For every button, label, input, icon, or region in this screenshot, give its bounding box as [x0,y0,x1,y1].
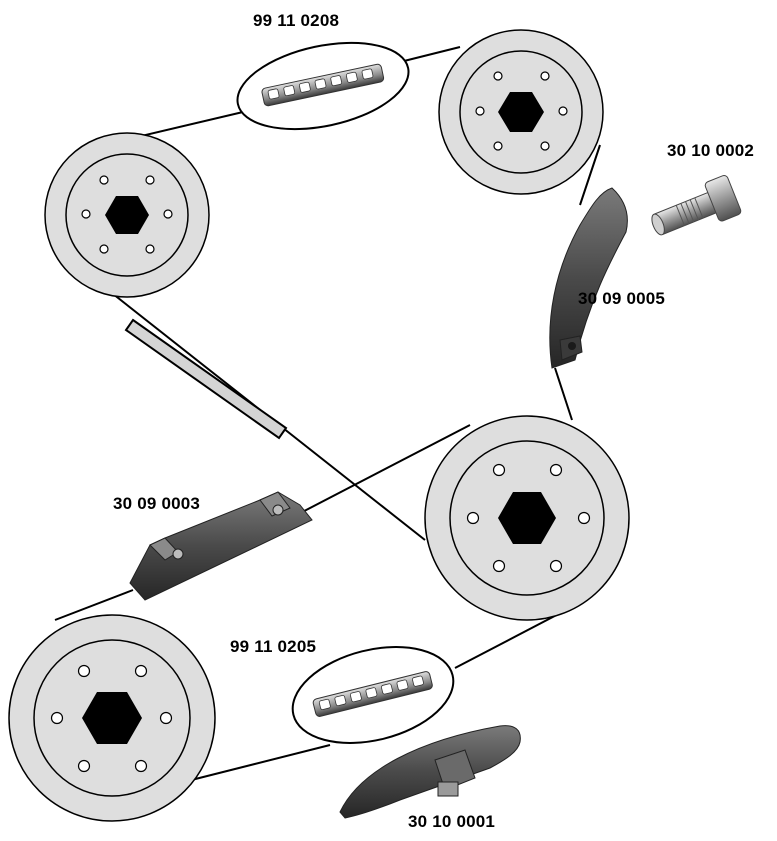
label-lower-tensioner: 30 10 0001 [408,812,496,831]
lower-tensioner-part [339,725,521,819]
chain-links-icon [261,63,385,107]
label-guide-rail: 30 09 0003 [113,494,201,513]
sprocket-upper-right [438,29,604,195]
hex-hub [498,492,556,544]
upper-chain-callout [236,41,410,131]
lower-chain-callout [291,646,455,744]
guide-rail-part [129,491,313,601]
label-tensioner-bolt: 30 10 0002 [667,141,755,160]
tensioner-bolt [651,174,742,236]
chain-segment-top-right [399,46,461,63]
chain-segment-bottom-right [454,607,571,669]
label-upper-chain: 99 11 0208 [253,11,340,30]
label-tensioner-rail: 30 09 0005 [578,289,666,308]
chain-segment-right-upper [579,144,601,206]
hex-hub [105,196,149,234]
sprocket-middle-right [424,415,630,621]
chain-segment-cross-lower [54,589,134,621]
sprocket-upper-left [44,132,210,298]
tensioner-rail-curved [549,187,628,369]
guide-rail-bar [124,318,288,440]
hex-hub [82,692,142,744]
chain-links-icon [312,671,433,717]
hex-hub [498,92,544,132]
sprocket-lower-left [8,614,216,822]
chain-segment-right-lower [554,367,573,421]
label-lower-chain: 99 11 0205 [230,637,317,656]
